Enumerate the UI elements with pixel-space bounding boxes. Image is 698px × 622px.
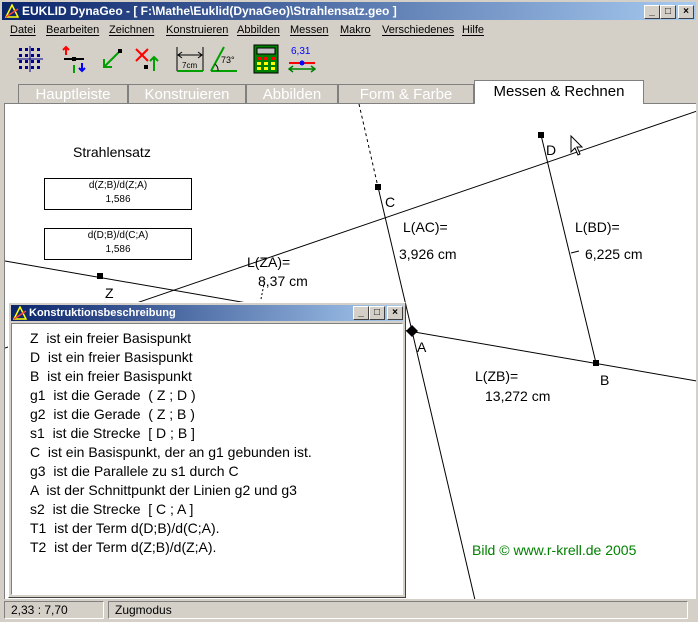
menu-bar: Datei Bearbeiten Zeichnen Konstruieren A… [2,21,696,40]
tab-strip: Hauptleiste Konstruieren Abbilden Form &… [0,80,698,104]
label-point-c: C [385,194,396,210]
tab-hauptleiste[interactable]: Hauptleiste [18,84,128,104]
point-c[interactable] [375,184,381,190]
measure-value-icon[interactable]: 6,31 [286,43,318,75]
menu-abbilden[interactable]: Abbilden [237,24,280,36]
close-button[interactable]: × [678,5,694,19]
menu-hilfe[interactable]: Hilfe [462,24,485,36]
measure-za-value: 8,37 cm [258,273,308,289]
status-bar: 2,33 : 7,70 Zugmodus [2,600,696,620]
construction-line: g2 ist die Gerade ( Z ; B ) [30,406,195,422]
angle-tool-label: 73° [221,55,235,65]
tab-konstruieren[interactable]: Konstruieren [128,84,246,104]
measure-bd-value: 6,225 cm [585,246,643,262]
segment-s1[interactable] [540,134,597,364]
menu-makro[interactable]: Makro [340,24,371,36]
construction-line: T2 ist der Term d(Z;B)/d(Z;A). [30,539,217,555]
point-a[interactable] [406,325,418,337]
toolbar: 7cm 73° 6,31 [2,41,696,77]
minimize-button[interactable]: _ [644,5,660,19]
construction-line: A ist der Schnittpunkt der Linien g2 und… [30,482,297,498]
term-t2-label: d(Z;B)/d(Z;A) [88,180,148,191]
measure-tick-bd [570,250,580,254]
move-point-icon[interactable] [58,43,90,75]
menu-messen[interactable]: Messen [290,24,329,36]
construction-line: C ist ein Basispunkt, der an g1 gebunden… [30,444,312,460]
construction-line: Z ist ein freier Basispunkt [30,330,192,346]
point-b[interactable] [593,360,599,366]
label-point-z: Z [105,285,114,301]
construction-line: s2 ist die Strecke [ C ; A ] [30,501,194,517]
distance-tool-icon[interactable]: 7cm [174,43,206,75]
status-coordinates: 2,33 : 7,70 [4,601,104,619]
distance-tool-label: 7cm [182,61,197,70]
point-grid-icon[interactable] [14,43,46,75]
construction-window-titlebar[interactable]: Konstruktionsbeschreibung _ □ × [11,305,403,321]
measure-tool-label: 6,31 [291,46,311,57]
line-g3-upper[interactable] [358,104,379,188]
measure-bd-label: L(BD)= [575,219,620,235]
calculator-icon[interactable] [250,43,282,75]
status-mode: Zugmodus [108,601,688,619]
app-icon [5,4,19,18]
construction-line: B ist ein freier Basispunkt [30,368,192,384]
tab-form-farbe[interactable]: Form & Farbe [338,84,474,104]
term-box-t2[interactable]: d(Z;B)/d(Z;A) 1,586 [44,178,192,210]
menu-konstruieren[interactable]: Konstruieren [166,24,229,36]
arrow-point-icon[interactable] [96,43,128,75]
segment-s2[interactable] [377,186,413,332]
point-z[interactable] [97,273,103,279]
image-credit: Bild © www.r-krell.de 2005 [472,542,637,558]
line-g3-lower[interactable] [411,330,476,599]
tab-abbilden[interactable]: Abbilden [246,84,338,104]
tab-messen-rechnen[interactable]: Messen & Rechnen [474,80,644,104]
construction-description-window[interactable]: Konstruktionsbeschreibung _ □ × Z ist ei… [8,302,406,598]
point-d[interactable] [538,132,544,138]
construction-line: g1 ist die Gerade ( Z ; D ) [30,387,196,403]
construction-line: s1 ist die Strecke [ D ; B ] [30,425,195,441]
construction-line: T1 ist der Term d(D;B)/d(C;A). [30,520,220,536]
menu-bearbeiten[interactable]: Bearbeiten [46,24,100,36]
construction-description-list[interactable]: Z ist ein freier Basispunkt D ist ein fr… [11,323,403,595]
drawing-heading: Strahlensatz [73,144,151,160]
menu-verschiedenes[interactable]: Verschiedenes [382,24,455,36]
measure-zb-value: 13,272 cm [485,388,551,404]
maximize-button[interactable]: □ [660,5,676,19]
construction-line: D ist ein freier Basispunkt [30,349,193,365]
construction-window-title: Konstruktionsbeschreibung [29,307,176,319]
term-box-t1[interactable]: d(D;B)/d(C;A) 1,586 [44,228,192,260]
construction-minimize-button[interactable]: _ [353,306,369,320]
label-point-a: A [417,339,427,355]
term-t1-label: d(D;B)/d(C;A) [87,230,149,241]
mouse-cursor-icon [570,134,584,156]
measure-ac-value: 3,926 cm [399,246,457,262]
menu-zeichnen[interactable]: Zeichnen [109,24,155,36]
menu-datei[interactable]: Datei [10,24,36,36]
construction-maximize-button[interactable]: □ [369,306,385,320]
measure-tick-za [260,278,266,300]
term-t2-value: 1,586 [105,194,131,205]
title-bar[interactable]: EUKLID DynaGeo - [ F:\Mathe\Euklid(DynaG… [2,2,696,20]
measure-ac-label: L(AC)= [403,219,448,235]
measure-zb-label: L(ZB)= [475,368,519,384]
measure-za-label: L(ZA)= [247,254,291,270]
construction-window-icon [13,306,27,320]
window-title: EUKLID DynaGeo - [ F:\Mathe\Euklid(DynaG… [22,4,397,18]
delete-point-icon[interactable] [130,43,162,75]
term-t1-value: 1,586 [105,244,131,255]
label-point-b: B [600,372,610,388]
construction-close-button[interactable]: × [387,306,403,320]
construction-line: g3 ist die Parallele zu s1 durch C [30,463,239,479]
angle-tool-icon[interactable]: 73° [208,43,240,75]
label-point-d: D [546,142,557,158]
